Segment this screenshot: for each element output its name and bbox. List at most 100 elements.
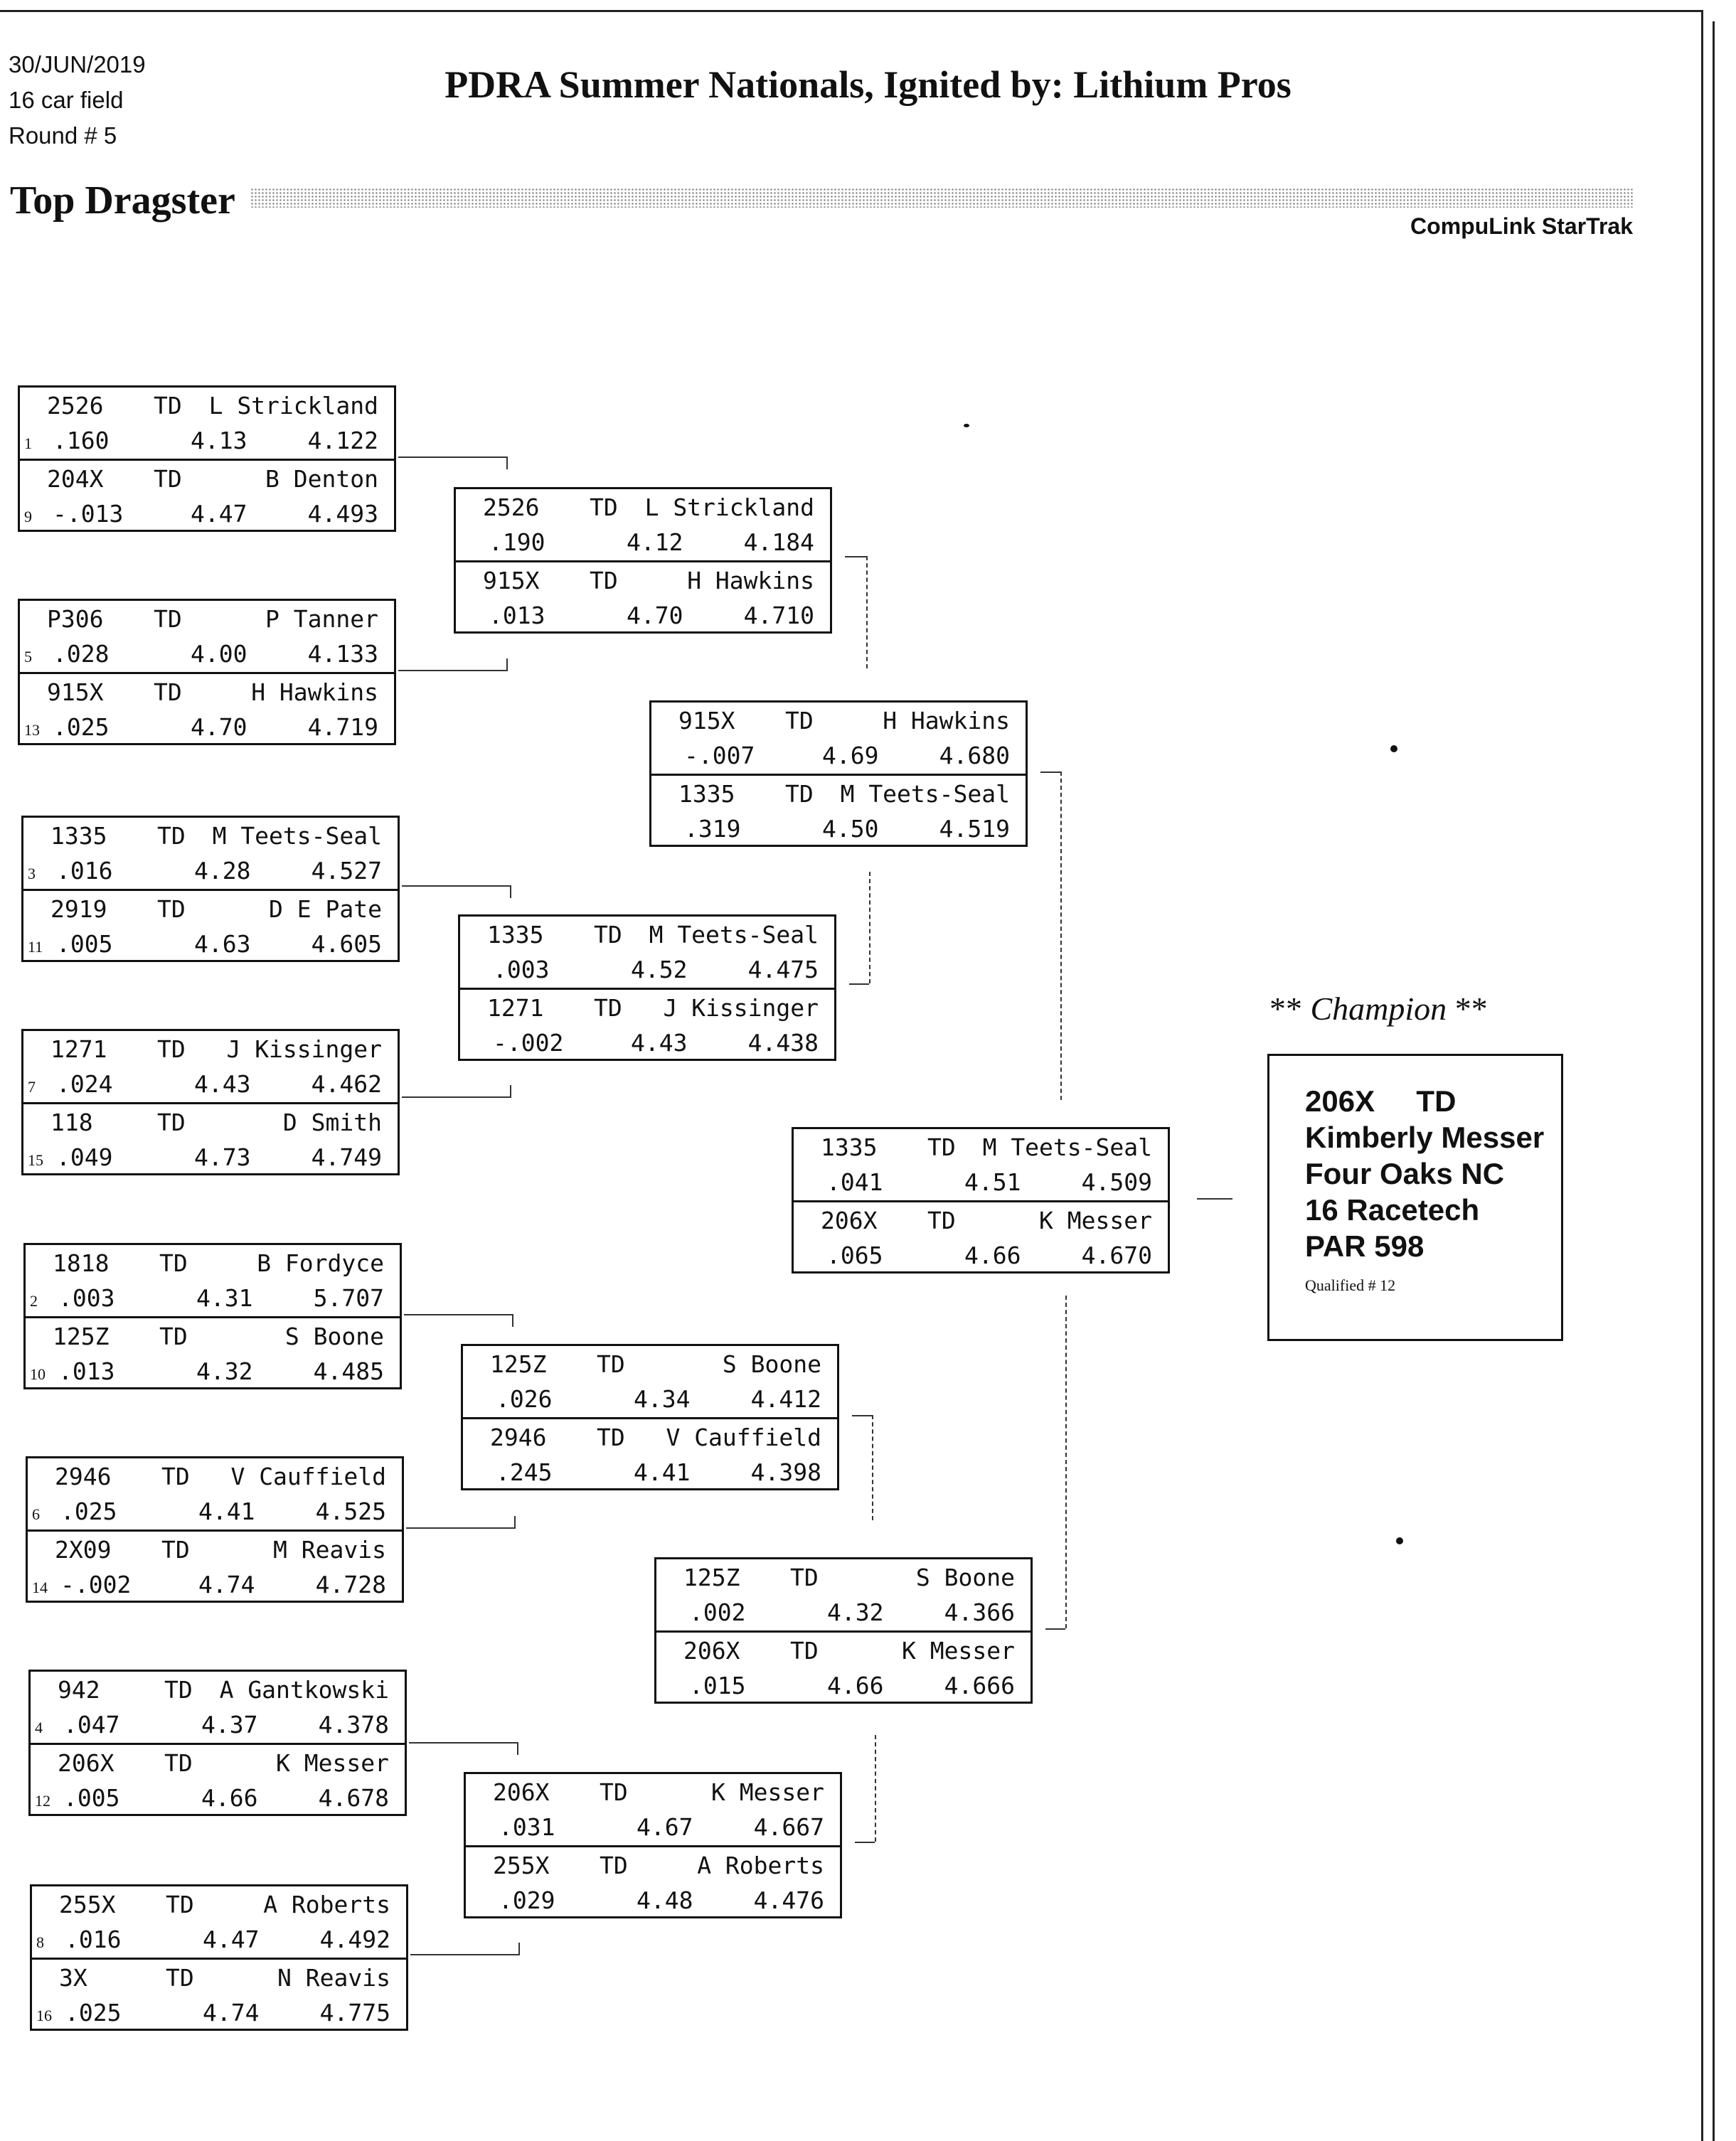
racer-car: 206X bbox=[683, 1637, 740, 1665]
bracket-connector bbox=[410, 1954, 518, 1955]
bracket-connector bbox=[517, 1742, 518, 1755]
racer-rt: .031 bbox=[499, 1813, 555, 1841]
bracket-connector bbox=[872, 1415, 873, 1520]
racer-rt: .016 bbox=[56, 857, 113, 885]
racer-cls: TD bbox=[161, 1463, 190, 1490]
racer-seed: 10 bbox=[30, 1365, 46, 1383]
racer-car: 3X bbox=[59, 1964, 87, 1992]
racer-name: L Strickland bbox=[208, 392, 378, 420]
racer-rt: .029 bbox=[499, 1886, 555, 1914]
champion-car-class: 206X TD bbox=[1305, 1084, 1457, 1118]
racer-rt: .025 bbox=[65, 1999, 122, 2027]
racer-car: 2946 bbox=[490, 1424, 547, 1451]
bracket-connector bbox=[845, 556, 866, 557]
racer-seed: 16 bbox=[36, 2007, 52, 2024]
racer-et: 4.728 bbox=[315, 1571, 386, 1598]
racer-rt: .041 bbox=[826, 1168, 883, 1196]
bracket-connector bbox=[512, 1314, 513, 1327]
racer-name: K Messer bbox=[1039, 1207, 1152, 1234]
racer-rt: .002 bbox=[689, 1598, 746, 1626]
racer-name: A Roberts bbox=[697, 1852, 824, 1879]
event-info: 30/JUN/2019 16 car field Round # 5 bbox=[9, 47, 146, 154]
speck-dot bbox=[1390, 745, 1397, 752]
racer-car: P306 bbox=[47, 605, 104, 633]
racer-rt: .024 bbox=[56, 1070, 113, 1098]
racer-car: 1335 bbox=[50, 822, 107, 850]
racer-et: 4.605 bbox=[311, 930, 382, 958]
racer-rt: -.013 bbox=[53, 500, 124, 528]
bracket-connector bbox=[406, 1527, 514, 1529]
racer-name: M Teets-Seal bbox=[982, 1133, 1152, 1161]
bracket-connector bbox=[398, 457, 506, 458]
racer-dial: 4.43 bbox=[631, 1029, 688, 1057]
racer-car: 915X bbox=[47, 678, 104, 706]
racer-name: H Hawkins bbox=[687, 567, 814, 594]
racer-et: 4.719 bbox=[307, 713, 378, 741]
racer-seed: 1 bbox=[24, 434, 32, 452]
racer-cls: TD bbox=[159, 1249, 188, 1277]
racer-et: 4.680 bbox=[939, 742, 1010, 769]
racer-et: 4.493 bbox=[307, 500, 378, 528]
racer-dial: 4.13 bbox=[191, 427, 247, 454]
racer-cls: TD bbox=[157, 1109, 186, 1136]
racer-name: K Messer bbox=[276, 1749, 389, 1777]
racer-dial: 4.32 bbox=[827, 1598, 884, 1626]
racer-dial: 4.47 bbox=[191, 500, 247, 528]
racer-car: 2X09 bbox=[55, 1536, 112, 1564]
racer-name: B Fordyce bbox=[257, 1249, 384, 1277]
bracket-connector bbox=[1065, 1296, 1067, 1628]
page-border-right bbox=[1701, 10, 1703, 2141]
racer-rt: .028 bbox=[53, 640, 110, 668]
racer-rt: .013 bbox=[58, 1357, 115, 1385]
racer-name: D Smith bbox=[282, 1109, 382, 1136]
racer-seed: 7 bbox=[28, 1078, 36, 1096]
racer-et: 4.527 bbox=[311, 857, 382, 885]
racer-car: 2526 bbox=[47, 392, 104, 420]
racer-rt: .319 bbox=[684, 815, 741, 843]
racer-car: 2526 bbox=[483, 493, 540, 521]
racer-rt: .025 bbox=[53, 713, 110, 741]
racer-car: 1271 bbox=[50, 1035, 107, 1063]
racer-et: 4.184 bbox=[743, 528, 814, 556]
bracket-connector bbox=[514, 1516, 516, 1529]
racer-car: 125Z bbox=[683, 1564, 740, 1591]
bracket-connector bbox=[404, 1314, 512, 1315]
racer-cls: TD bbox=[159, 1323, 188, 1350]
racer-et: 4.475 bbox=[747, 956, 819, 983]
racer-name: J Kissinger bbox=[226, 1035, 382, 1063]
racer-rt: .015 bbox=[689, 1672, 746, 1699]
racer-dial: 4.73 bbox=[194, 1143, 251, 1171]
racer-cls: TD bbox=[154, 392, 182, 420]
racer-et: 4.122 bbox=[307, 427, 378, 454]
racer-seed: 2 bbox=[30, 1292, 38, 1310]
racer-name: S Boone bbox=[915, 1564, 1015, 1591]
racer-et: 4.133 bbox=[307, 640, 378, 668]
racer-et: 4.462 bbox=[311, 1070, 382, 1098]
racer-dial: 4.69 bbox=[822, 742, 879, 769]
racer-car: 125Z bbox=[490, 1350, 547, 1378]
bracket-connector bbox=[398, 670, 506, 671]
champion-qualified: Qualified # 12 bbox=[1305, 1276, 1396, 1294]
racer-car: 1335 bbox=[487, 921, 544, 949]
racer-name: S Boone bbox=[284, 1323, 384, 1350]
racer-rt: .049 bbox=[56, 1143, 113, 1171]
speck-dot bbox=[1396, 1537, 1403, 1544]
racer-car: 206X bbox=[493, 1778, 550, 1806]
